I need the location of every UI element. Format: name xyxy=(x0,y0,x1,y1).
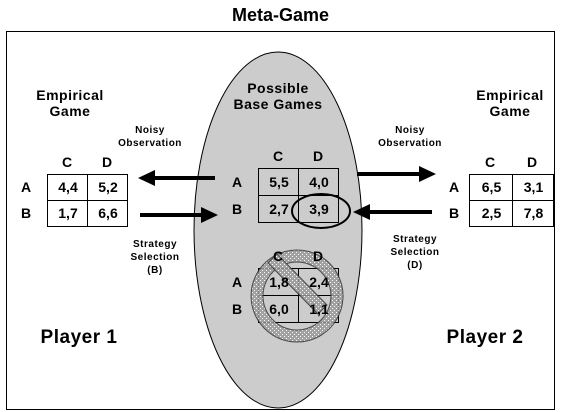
player2-noisy-line2: Observation xyxy=(378,138,442,149)
player2-name: Player 2 xyxy=(446,327,524,348)
center-title-line1: Possible xyxy=(247,80,309,96)
base-game1-cell-ac: 5,5 xyxy=(269,174,289,190)
player1-empirical-line1: Empirical xyxy=(36,87,104,103)
meta-game-frame xyxy=(6,31,555,410)
player1-strategy-line1: Strategy xyxy=(132,239,177,250)
base-game1-row-b: B xyxy=(231,201,243,217)
player2-strategy-choice: (D) xyxy=(407,260,423,271)
player1-cell-ad: 5,2 xyxy=(98,179,118,195)
arrow-strategy-selection-left xyxy=(140,207,218,223)
base-game2-row-a: A xyxy=(231,274,243,290)
player1-noisy-line1: Noisy xyxy=(135,125,165,136)
player1-name: Player 1 xyxy=(40,327,118,348)
base-games-ellipse xyxy=(193,51,363,409)
highlight-circle xyxy=(291,193,351,229)
base-game1-cell-bd: 3,9 xyxy=(309,201,329,217)
base-game1-cell-ad: 4,0 xyxy=(309,174,329,190)
player1-cell-bc: 1,7 xyxy=(58,205,78,221)
base-game2-cell-bd: 1,1 xyxy=(309,301,329,317)
base-game2-col-d: D xyxy=(312,248,324,264)
player2-col-c: C xyxy=(484,154,496,170)
player2-noisy-line1: Noisy xyxy=(395,125,425,136)
player1-row-a: A xyxy=(20,179,32,195)
player1-cell-ac: 4,4 xyxy=(58,179,78,195)
base-game2-cell-ac: 1,8 xyxy=(269,274,289,290)
player1-cell-bd: 6,6 xyxy=(98,205,118,221)
base-game1-cell-bc: 2,7 xyxy=(269,201,289,217)
player2-strategy-line2: Selection xyxy=(390,247,440,258)
arrow-noisy-observation-left xyxy=(138,170,215,186)
player1-strategy-line2: Selection xyxy=(130,252,180,263)
base-game2-row-b: B xyxy=(231,301,243,317)
base-game1-row-a: A xyxy=(231,174,243,190)
player2-row-a: A xyxy=(448,179,460,195)
base-game1-col-c: C xyxy=(272,148,284,164)
player1-strategy-choice: (B) xyxy=(147,265,163,276)
player1-empirical-line2: Game xyxy=(49,103,91,119)
base-game2-cell-bc: 6,0 xyxy=(269,301,289,317)
player1-col-c: C xyxy=(61,154,73,170)
center-title-line2: Base Games xyxy=(233,96,323,112)
base-game1-col-d: D xyxy=(312,148,324,164)
base-game2-cell-ad: 2,4 xyxy=(309,274,329,290)
player2-cell-bc: 2,5 xyxy=(481,205,502,221)
player1-noisy-line2: Observation xyxy=(118,138,182,149)
player2-empirical-line1: Empirical xyxy=(476,87,544,103)
arrow-strategy-selection-right xyxy=(353,204,432,220)
player1-col-d: D xyxy=(101,154,113,170)
player2-cell-ac: 6,5 xyxy=(481,179,502,195)
base-game2-col-c: C xyxy=(272,248,284,264)
arrow-noisy-observation-right xyxy=(357,166,436,182)
meta-game-title: Meta-Game xyxy=(231,5,330,25)
player2-row-b: B xyxy=(448,205,460,221)
player2-cell-ad: 3,1 xyxy=(523,179,544,195)
player1-row-b: B xyxy=(20,205,32,221)
player1-matrix-grid xyxy=(47,174,128,227)
player2-col-d: D xyxy=(526,154,538,170)
prohibition-icon xyxy=(250,249,344,343)
player2-empirical-line2: Game xyxy=(489,103,531,119)
player2-matrix-grid xyxy=(469,174,554,227)
player2-cell-bd: 7,8 xyxy=(523,205,544,221)
player2-strategy-line1: Strategy xyxy=(392,234,437,245)
